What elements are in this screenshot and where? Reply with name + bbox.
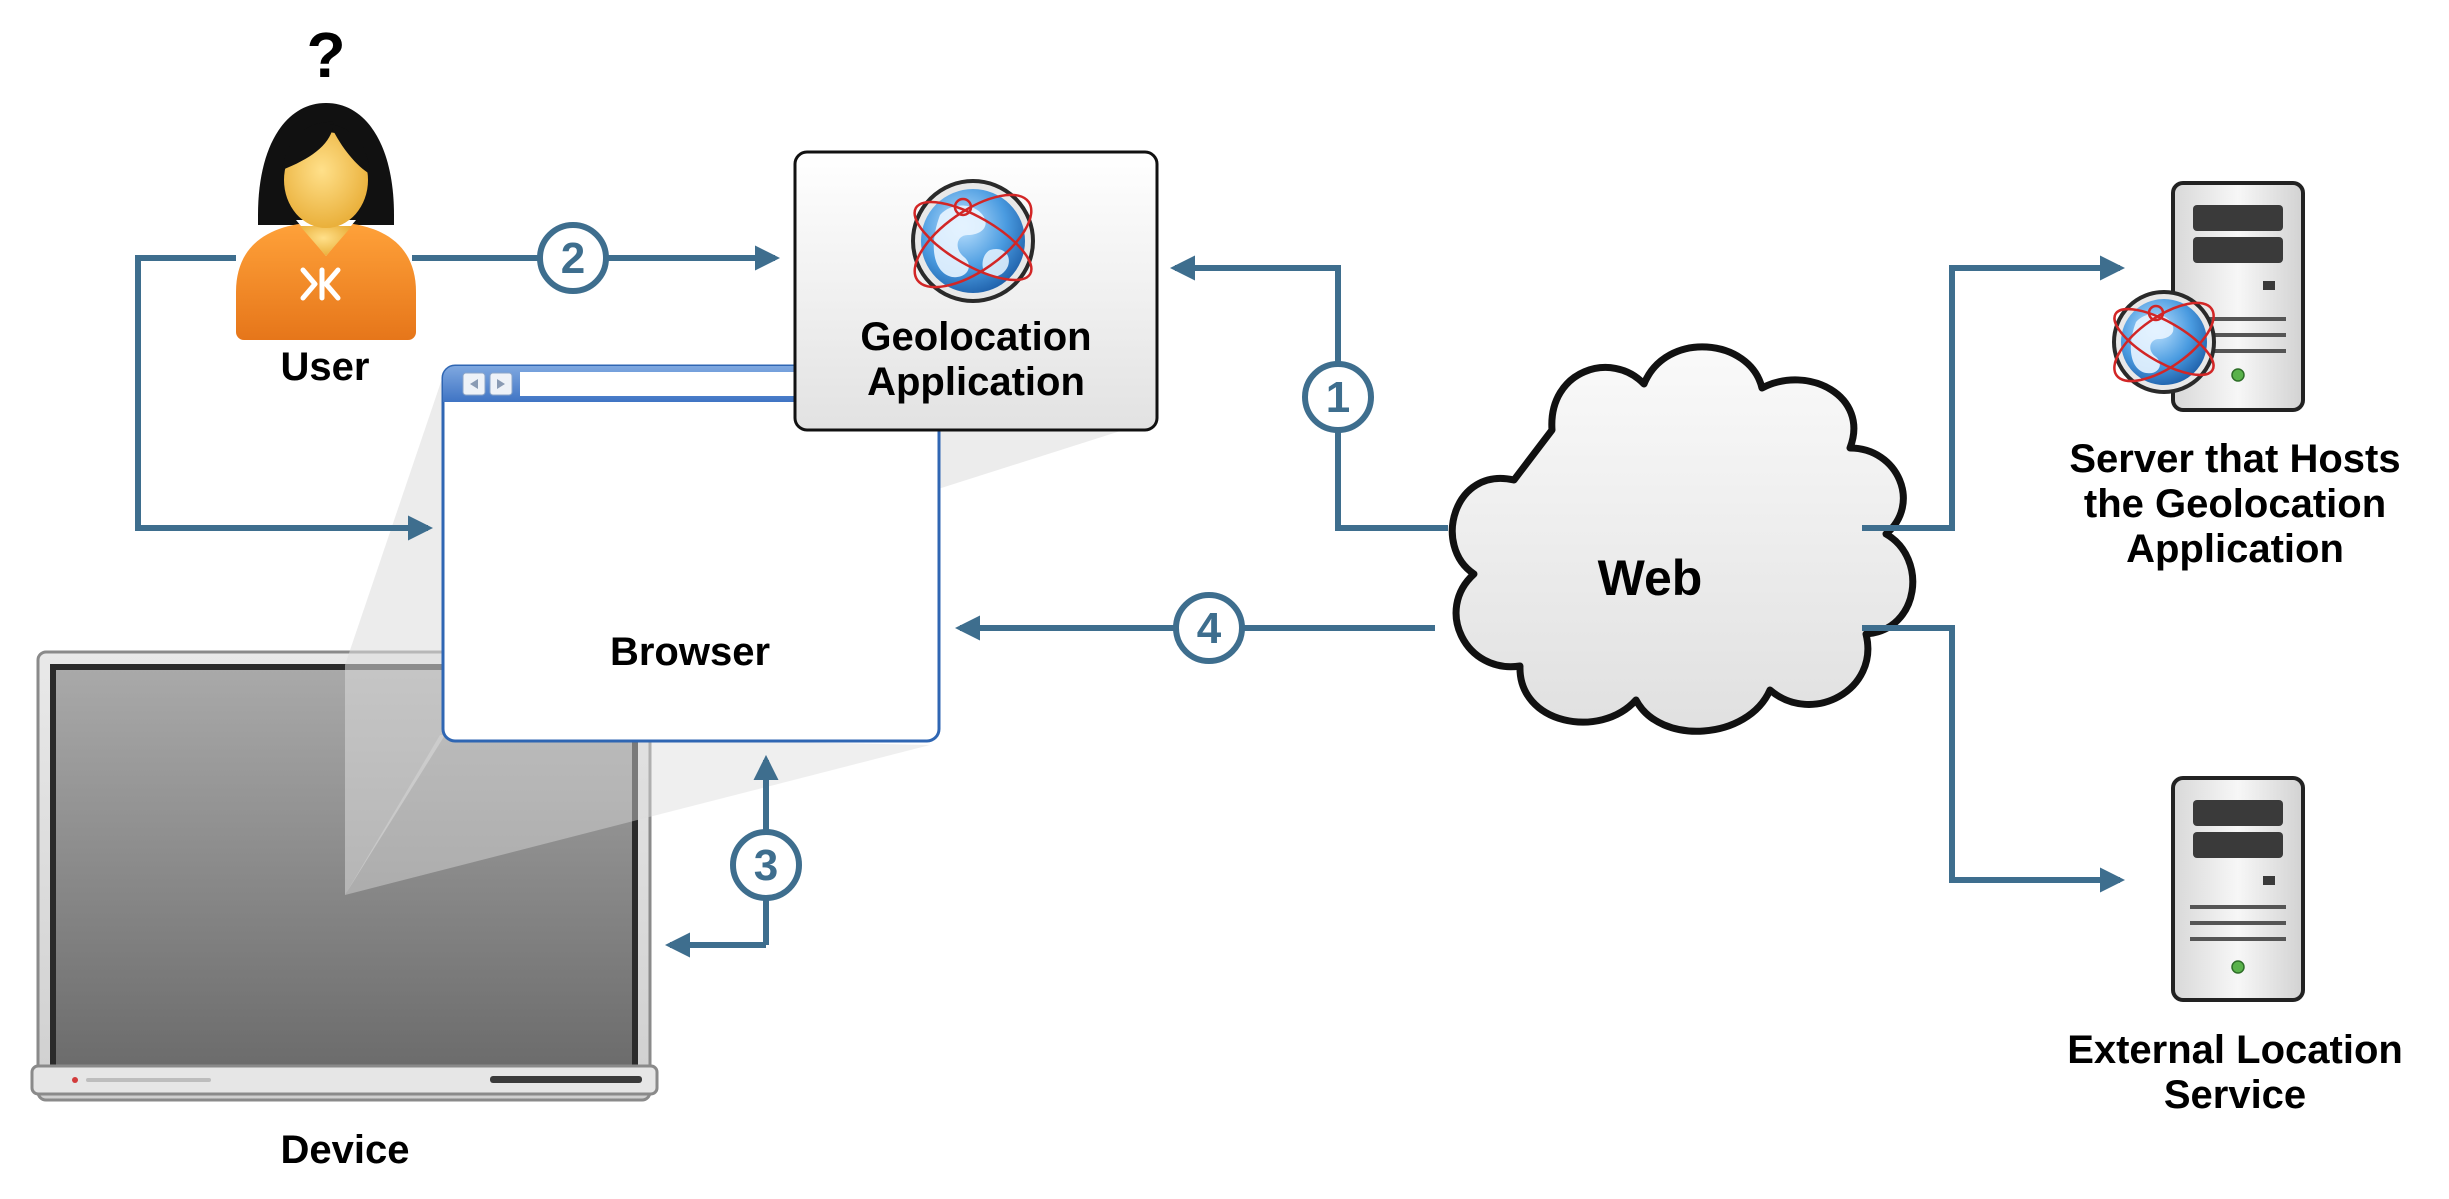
arrow-web-to-external-service: [1862, 625, 2126, 893]
external-server-icon: [2171, 776, 2305, 1002]
browser-label: Browser: [609, 630, 771, 674]
step-number: 4: [1197, 604, 1222, 653]
step-number: 1: [1326, 373, 1350, 422]
device-label: Device: [280, 1128, 410, 1172]
step-badge-3: 3: [730, 829, 802, 901]
step-badge-4: 4: [1173, 592, 1245, 664]
user-icon: [236, 103, 416, 340]
cloud-icon: [1448, 343, 1917, 735]
user-question-mark: ?: [306, 19, 346, 91]
user-label: User: [280, 345, 370, 389]
step-badge-2: 2: [537, 222, 609, 294]
step-number: 3: [754, 841, 778, 890]
web-label: Web: [1597, 550, 1703, 606]
projection-beam-device: [345, 735, 930, 895]
server-label: Server that Hosts the Geolocation Applic…: [2069, 437, 2401, 571]
projection-beam-browser: [345, 370, 445, 895]
server-globe-icon: [2112, 290, 2216, 394]
globe-icon: [911, 179, 1035, 303]
arrow-web-to-server: [1862, 255, 2126, 531]
external-service-label: External Location Service: [2067, 1028, 2403, 1117]
arrow-user-to-browser: [135, 255, 434, 541]
step-badge-1: 1: [1302, 361, 1374, 433]
step-number: 2: [561, 234, 585, 283]
geolocation-app-label: Geolocation Application: [860, 315, 1092, 404]
